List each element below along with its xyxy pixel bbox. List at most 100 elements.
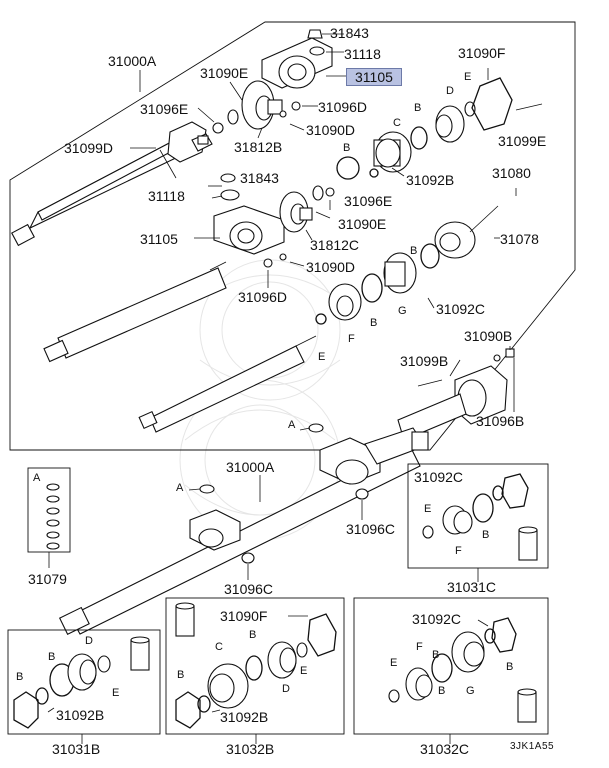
label-b-box1b: B [16, 671, 24, 683]
label-b-box2b: B [177, 669, 185, 681]
label-31096d-mid: 31096D [238, 289, 288, 305]
label-e-mid: E [318, 351, 326, 363]
label-b-box1: B [48, 651, 56, 663]
label-31032c: 31032C [420, 741, 470, 757]
cap-31843-mid [220, 173, 236, 183]
nut-31096c-left [241, 552, 255, 564]
nut-31096e-top [212, 122, 224, 134]
label-e-box2: E [300, 665, 308, 677]
label-d-box2: D [282, 683, 290, 695]
label-b-box3: B [438, 685, 446, 697]
bottom-propeller-shaft [58, 427, 429, 635]
label-31096b: 31096B [476, 413, 525, 429]
label-f-box: F [455, 545, 462, 557]
lower-propeller-shaft [138, 335, 317, 433]
label-31099d: 31099D [64, 140, 114, 156]
kit-31079-spacers [46, 483, 60, 550]
label-b-box3c: B [432, 649, 440, 661]
nut-31096c-right [355, 488, 369, 500]
label-g-box3: G [466, 685, 475, 697]
label-31000a-low: 31000A [226, 459, 275, 475]
label-e-box: E [424, 503, 432, 515]
label-31096c-right: 31096C [346, 521, 396, 537]
spacer-31118-top [309, 46, 325, 56]
spacer-a-mid [308, 423, 324, 433]
label-31118-mid: 31118 [148, 188, 185, 204]
label-31090e-mid: 31090E [338, 216, 387, 232]
label-31090d-mid: 31090D [306, 259, 356, 275]
label-31096d-top: 31096D [318, 99, 368, 115]
upper-assembly-frame [9, 21, 576, 451]
label-a-box: A [33, 472, 41, 484]
label-31843-top: 31843 [330, 25, 369, 41]
cap-31843-top [307, 29, 323, 39]
label-31096e-mid: 31096E [344, 193, 393, 209]
label-a-low: A [176, 482, 184, 494]
label-31092c-box3: 31092C [412, 611, 462, 627]
label-31092b-box1: 31092B [56, 707, 105, 723]
label-31092b-box2: 31092B [220, 709, 269, 725]
kit-31031b-parts [13, 636, 150, 729]
bolt-31099e [515, 103, 543, 111]
label-31096e-top: 31096E [140, 101, 189, 117]
washer-31090e-mid [312, 185, 324, 201]
label-31079: 31079 [28, 571, 67, 587]
kit-31032b-parts [175, 602, 337, 729]
label-31031c: 31031C [447, 579, 497, 595]
flange-31812c [279, 191, 313, 233]
label-31090f-top: 31090F [458, 45, 506, 61]
label-c-top: C [393, 117, 401, 129]
leader-lines [47, 33, 517, 713]
kit-31031c-parts [422, 473, 538, 561]
label-e-box3: E [390, 657, 398, 669]
label-31090d-top: 31090D [306, 122, 356, 138]
label-31092c-box: 31092C [414, 469, 464, 485]
label-31096c-left: 31096C [224, 581, 274, 597]
label-b-mid3: B [410, 245, 418, 257]
kit-31032c-box [353, 597, 549, 735]
center-bearing-31105-top [261, 37, 333, 89]
label-31092c-mid: 31092C [436, 301, 486, 317]
label-31099e: 31099E [498, 133, 547, 149]
label-e-top: E [464, 71, 472, 83]
flange-31812b [241, 80, 283, 130]
nut-31096d-top [291, 101, 301, 111]
top-propeller-shaft [11, 121, 213, 247]
label-31105-top-highlighted[interactable]: 31105 [346, 68, 402, 86]
diagram-code: 3JK1A55 [510, 741, 555, 752]
label-31812c: 31812C [310, 237, 360, 253]
label-d-top: D [446, 85, 454, 97]
label-a-mid: A [288, 419, 296, 431]
label-31812b: 31812B [234, 139, 283, 155]
center-bearing-31105-mid [213, 205, 285, 255]
label-b-box3b: B [506, 661, 514, 673]
label-c-box2: C [215, 641, 223, 653]
label-b-mid1: B [343, 142, 351, 154]
label-31078: 31078 [500, 231, 539, 247]
label-b-mid2: B [370, 317, 378, 329]
kit-31031b-box [7, 629, 161, 735]
label-31118-top: 31118 [344, 46, 381, 62]
washer-31090d-mid [279, 253, 287, 261]
cv-joint-group-top [336, 77, 513, 180]
label-31090e-top: 31090E [200, 65, 249, 81]
label-31090f-box: 31090F [220, 608, 268, 624]
label-b-top: B [414, 102, 422, 114]
label-e-box1: E [112, 687, 120, 699]
label-d-box1: D [85, 635, 93, 647]
label-f-box3: F [416, 641, 423, 653]
bolt-31099d [159, 149, 177, 179]
cv-joint-group-mid [315, 205, 499, 325]
washer-31090d-top [279, 110, 287, 118]
label-31092b-mid: 31092B [406, 172, 455, 188]
label-31031b: 31031B [52, 741, 101, 757]
kit-31032b-box [165, 597, 345, 735]
label-31843-mid: 31843 [240, 170, 279, 186]
label-31090b: 31090B [464, 328, 513, 344]
label-g-mid: G [398, 305, 407, 317]
label-31032b: 31032B [226, 741, 275, 757]
label-31105-mid: 31105 [140, 231, 178, 247]
label-b-box: B [482, 529, 490, 541]
label-31000a-top: 31000A [108, 53, 157, 69]
